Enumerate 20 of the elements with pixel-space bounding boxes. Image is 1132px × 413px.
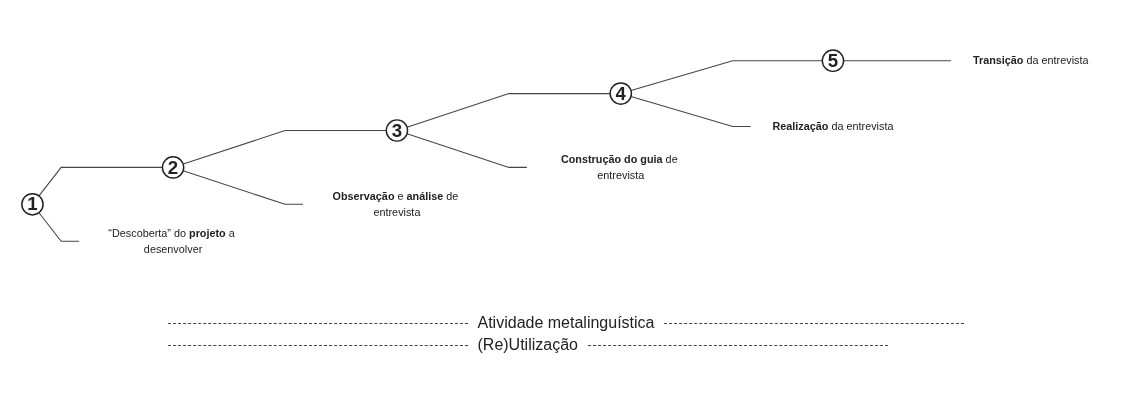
node-circle: 3 <box>385 119 409 142</box>
connector <box>38 212 80 242</box>
connector <box>38 166 163 197</box>
connector <box>843 60 952 62</box>
node-circle: 5 <box>821 49 845 73</box>
node-circle: 2 <box>161 156 185 179</box>
connector <box>406 93 611 128</box>
node-text: Transição da entrevista <box>972 54 1089 67</box>
node-text: Construção do guia de entrevista <box>560 152 678 182</box>
span-label: Atividade metalinguística <box>477 314 655 332</box>
connector <box>630 60 823 92</box>
connector <box>182 129 387 165</box>
connector <box>182 170 304 205</box>
node-text: “Descoberta” do projeto a desenvolver <box>108 226 235 255</box>
node-text: Observação e análise de entrevista <box>332 189 459 218</box>
node-circle: 1 <box>21 192 44 216</box>
connector <box>406 133 528 168</box>
span-label: (Re)Utilização <box>477 336 578 354</box>
node-circle: 4 <box>609 82 633 105</box>
node-text: Realização da entrevista <box>772 119 894 132</box>
